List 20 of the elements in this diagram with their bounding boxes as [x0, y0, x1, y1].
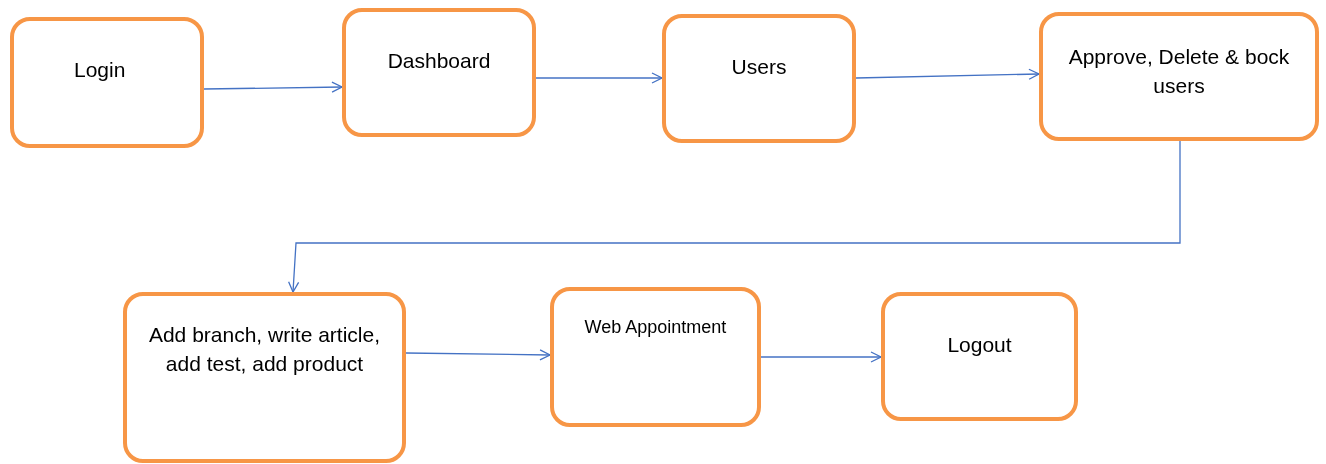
- process-box: [123, 292, 406, 463]
- process-box: [342, 8, 536, 137]
- process-box: [1039, 12, 1319, 141]
- process-box: [550, 287, 761, 427]
- box-label: Users: [731, 54, 787, 80]
- box-label: Web Appointment: [584, 316, 727, 339]
- box-label: Dashboard: [387, 48, 491, 74]
- arrow: [535, 72, 663, 84]
- box-label: Login: [74, 57, 126, 83]
- box-label: Add branch, write article, add test, add product: [147, 322, 382, 378]
- arrow: [203, 81, 343, 93]
- arrow: [405, 349, 551, 361]
- process-box: [10, 17, 204, 148]
- box-label: Logout: [947, 332, 1012, 358]
- arrow: [760, 351, 882, 363]
- arrow: [287, 140, 1181, 293]
- process-box: [881, 292, 1078, 421]
- box-label: Approve, Delete & bock users: [1067, 44, 1291, 100]
- arrow: [855, 68, 1040, 80]
- process-box: [662, 14, 856, 143]
